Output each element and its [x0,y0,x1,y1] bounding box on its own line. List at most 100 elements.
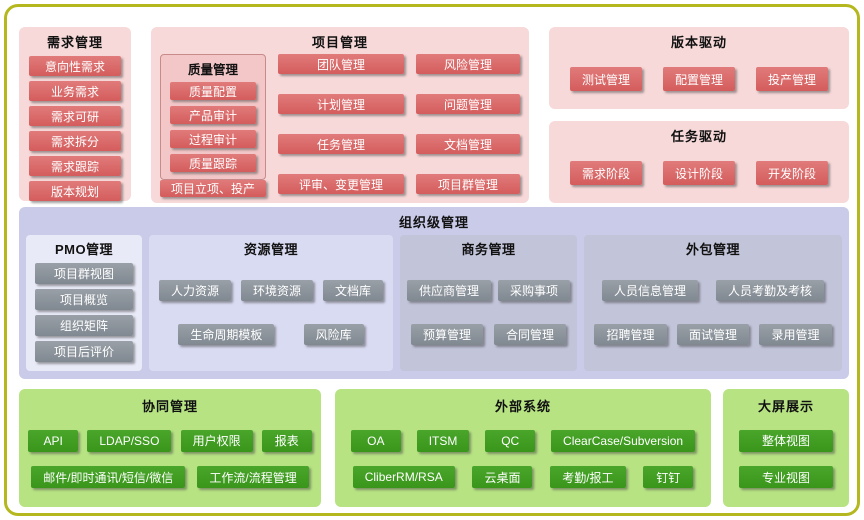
project-module[interactable]: 项目群管理 [416,174,520,194]
quality-list: 质量配置 产品审计 过程审计 质量跟踪 [161,82,265,172]
task-module[interactable]: 需求阶段 [569,161,642,185]
pmo-module[interactable]: 项目群视图 [35,263,133,284]
business-module[interactable]: 预算管理 [410,323,483,345]
external-module[interactable]: 钉钉 [643,466,694,489]
requirements-module[interactable]: 需求跟踪 [29,156,121,176]
project-module[interactable]: 任务管理 [278,134,404,154]
collab-module[interactable]: LDAP/SSO [87,429,172,452]
business-row: 供应商管理 采购事项 [400,280,577,302]
outsourcing-module[interactable]: 人员信息管理 [601,280,698,302]
business-module[interactable]: 供应商管理 [406,280,491,302]
business-row: 预算管理 合同管理 [400,323,577,345]
resource-row: 人力资源 环境资源 文档库 [149,280,393,302]
diagram-frame: 需求管理 意向性需求 业务需求 需求可研 需求拆分 需求跟踪 版本规划 项目管理… [4,4,860,516]
project-body: 质量管理 质量配置 产品审计 过程审计 质量跟踪 项目立项、投产 团队管理 计划… [151,51,529,204]
project-module[interactable]: 文档管理 [416,134,520,154]
pmo-module[interactable]: 组织矩阵 [35,315,133,336]
external-rows: OA ITSM QC ClearCase/Subversion CliberRM… [335,415,711,503]
requirements-list: 意向性需求 业务需求 需求可研 需求拆分 需求跟踪 版本规划 [19,56,131,201]
version-module[interactable]: 测试管理 [569,67,642,91]
project-setup-module[interactable]: 项目立项、投产 [160,180,266,197]
display-list: 整体视图 专业视图 [723,415,849,503]
section-resource: 资源管理 人力资源 环境资源 文档库 生命周期模板 风险库 [149,235,393,371]
version-module[interactable]: 配置管理 [662,67,735,91]
external-module[interactable]: ClearCase/Subversion [551,429,696,452]
external-module[interactable]: CliberRM/RSA [352,466,455,489]
external-module[interactable]: 考勤/报工 [550,466,626,489]
requirements-module[interactable]: 业务需求 [29,81,121,101]
version-module[interactable]: 投产管理 [755,67,828,91]
external-module[interactable]: QC [485,429,536,452]
section-display: 大屏展示 整体视图 专业视图 [723,389,849,507]
business-title: 商务管理 [461,242,516,257]
collab-module[interactable]: 邮件/即时通讯/短信/微信 [31,466,186,489]
pmo-list: 项目群视图 项目概览 组织矩阵 项目后评价 [26,258,142,367]
section-requirements: 需求管理 意向性需求 业务需求 需求可研 需求拆分 需求跟踪 版本规划 [19,27,131,201]
outsourcing-module[interactable]: 招聘管理 [594,323,667,345]
org-title: 组织级管理 [398,215,469,230]
section-version-driven: 版本驱动 测试管理 配置管理 投产管理 [549,27,849,109]
requirements-module[interactable]: 版本规划 [29,181,121,201]
resource-module[interactable]: 生命周期模板 [178,323,275,345]
collab-row: 邮件/即时通讯/短信/微信 工作流/流程管理 [19,466,321,489]
version-list: 测试管理 配置管理 投产管理 [549,51,849,107]
collab-module[interactable]: 报表 [261,429,312,452]
resource-module[interactable]: 文档库 [322,280,383,302]
external-row: OA ITSM QC ClearCase/Subversion [335,429,711,452]
org-boxes: PMO管理 项目群视图 项目概览 组织矩阵 项目后评价 资源管理 人力资源 环境… [19,231,849,371]
resource-title: 资源管理 [243,242,298,257]
collab-rows: API LDAP/SSO 用户权限 报表 邮件/即时通讯/短信/微信 工作流/流… [19,415,321,503]
project-quality-column: 质量管理 质量配置 产品审计 过程审计 质量跟踪 项目立项、投产 [160,54,266,197]
display-module[interactable]: 整体视图 [739,429,833,452]
project-module[interactable]: 计划管理 [278,94,404,114]
outsourcing-row: 人员信息管理 人员考勤及考核 [584,280,842,302]
collab-module[interactable]: 用户权限 [180,429,253,452]
resource-module[interactable]: 人力资源 [158,280,231,302]
pmo-module[interactable]: 项目概览 [35,289,133,310]
outsourcing-module[interactable]: 录用管理 [759,323,832,345]
resource-rows: 人力资源 环境资源 文档库 生命周期模板 风险库 [149,258,393,367]
task-module[interactable]: 开发阶段 [755,161,828,185]
task-module[interactable]: 设计阶段 [662,161,735,185]
requirements-module[interactable]: 需求可研 [29,106,121,126]
project-title: 项目管理 [311,35,368,50]
section-org-management: 组织级管理 PMO管理 项目群视图 项目概览 组织矩阵 项目后评价 资源管理 人… [19,207,849,379]
project-center-column: 团队管理 计划管理 任务管理 评审、变更管理 [278,54,404,194]
section-outsourcing: 外包管理 人员信息管理 人员考勤及考核 招聘管理 面试管理 录用管理 [584,235,842,371]
display-module[interactable]: 专业视图 [739,466,833,489]
section-collaboration: 协同管理 API LDAP/SSO 用户权限 报表 邮件/即时通讯/短信/微信 … [19,389,321,507]
section-task-driven: 任务驱动 需求阶段 设计阶段 开发阶段 [549,121,849,203]
resource-row: 生命周期模板 风险库 [149,323,393,345]
collab-row: API LDAP/SSO 用户权限 报表 [19,429,321,452]
requirements-module[interactable]: 意向性需求 [29,56,121,76]
outsourcing-module[interactable]: 人员考勤及考核 [715,280,824,302]
external-module[interactable]: 云桌面 [472,466,533,489]
project-module[interactable]: 团队管理 [278,54,404,74]
quality-title: 质量管理 [187,63,238,77]
project-module[interactable]: 风险管理 [416,54,520,74]
section-quality-management: 质量管理 质量配置 产品审计 过程审计 质量跟踪 [160,54,266,180]
collab-module[interactable]: 工作流/流程管理 [197,466,309,489]
quality-module[interactable]: 质量配置 [170,82,256,100]
pmo-title: PMO管理 [54,242,114,257]
business-module[interactable]: 合同管理 [493,323,566,345]
resource-module[interactable]: 风险库 [303,323,364,345]
quality-module[interactable]: 产品审计 [170,106,256,124]
pmo-module[interactable]: 项目后评价 [35,341,133,362]
requirements-title: 需求管理 [46,35,103,50]
business-module[interactable]: 采购事项 [497,280,570,302]
outsourcing-module[interactable]: 面试管理 [676,323,749,345]
section-external-systems: 外部系统 OA ITSM QC ClearCase/Subversion Cli… [335,389,711,507]
quality-module[interactable]: 质量跟踪 [170,154,256,172]
outsourcing-row: 招聘管理 面试管理 录用管理 [584,323,842,345]
project-module[interactable]: 评审、变更管理 [278,174,404,194]
requirements-module[interactable]: 需求拆分 [29,131,121,151]
external-module[interactable]: ITSM [416,429,470,452]
quality-module[interactable]: 过程审计 [170,130,256,148]
project-module[interactable]: 问题管理 [416,94,520,114]
collab-module[interactable]: API [28,429,79,452]
resource-module[interactable]: 环境资源 [240,280,313,302]
project-right-column: 风险管理 问题管理 文档管理 项目群管理 [416,54,520,194]
external-title: 外部系统 [494,399,551,414]
external-module[interactable]: OA [350,429,401,452]
